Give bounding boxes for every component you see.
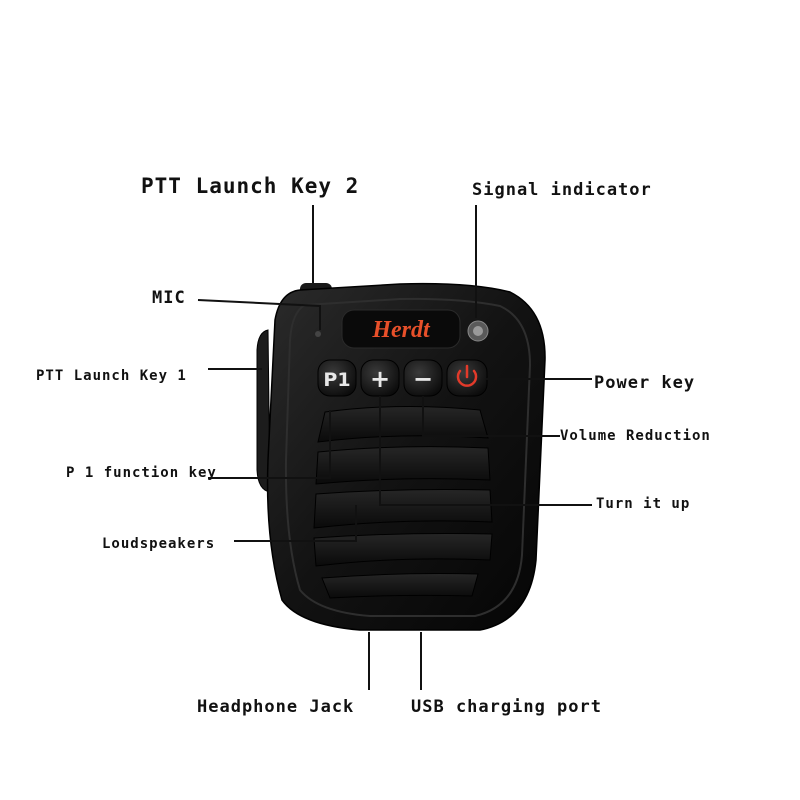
speaker-grille bbox=[313, 405, 493, 599]
label-headphone-jack: Headphone Jack bbox=[197, 697, 355, 717]
power-button[interactable] bbox=[446, 359, 488, 397]
label-ptt-key-2: PTT Launch Key 2 bbox=[141, 174, 360, 198]
svg-text:+: + bbox=[370, 365, 390, 393]
power-icon bbox=[456, 364, 478, 387]
brand-logo: Herdt bbox=[371, 317, 431, 343]
label-ptt-key-1: PTT Launch Key 1 bbox=[36, 368, 187, 384]
label-p1-function-key: P 1 function key bbox=[66, 465, 217, 481]
volume-down-button[interactable]: − bbox=[403, 359, 443, 397]
svg-text:P1: P1 bbox=[323, 369, 350, 391]
callout-lines bbox=[197, 205, 592, 690]
label-power-key: Power key bbox=[594, 373, 696, 393]
label-usb-charging-port: USB charging port bbox=[411, 697, 602, 717]
ptt-key-1[interactable] bbox=[256, 329, 271, 493]
volume-up-button[interactable]: + bbox=[360, 359, 400, 397]
mic-hole bbox=[315, 331, 321, 337]
p1-button[interactable]: P1 bbox=[317, 359, 357, 397]
label-turn-it-up: Turn it up bbox=[596, 496, 691, 512]
svg-text:−: − bbox=[413, 365, 433, 393]
label-signal-indicator: Signal indicator bbox=[472, 180, 652, 200]
logo-plate bbox=[341, 309, 461, 349]
label-loudspeakers: Loudspeakers bbox=[102, 536, 216, 552]
label-volume-reduction: Volume Reduction bbox=[560, 428, 711, 444]
label-mic: MIC bbox=[152, 288, 186, 308]
